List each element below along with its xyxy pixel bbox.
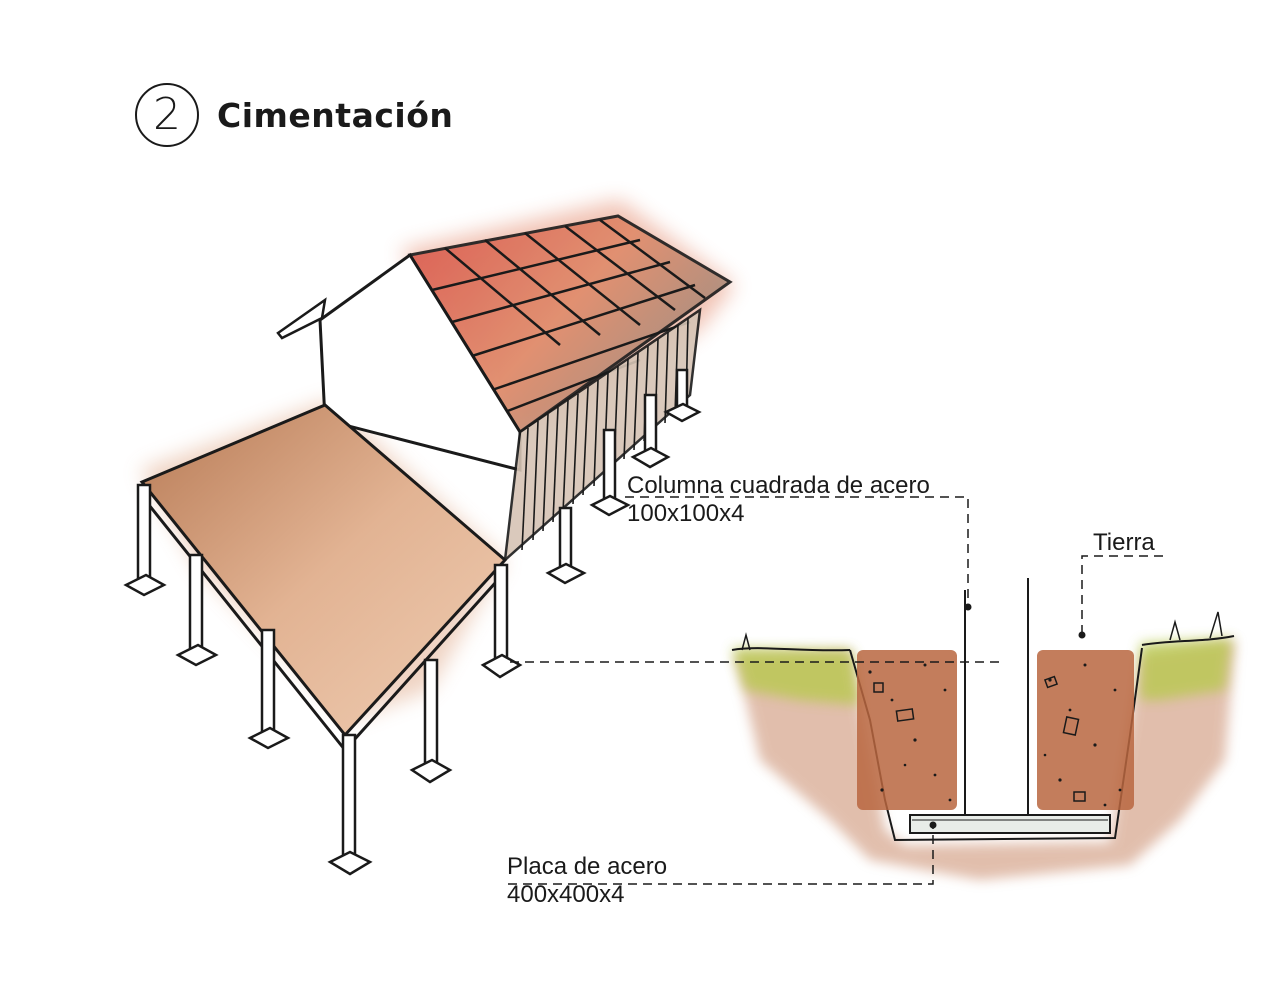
grass-line — [731, 635, 1235, 652]
steel-base-plate — [909, 814, 1111, 834]
leader-dots — [929, 603, 1086, 829]
leader-plate — [508, 826, 934, 885]
house-sketch — [123, 200, 735, 876]
leader-soil — [1081, 555, 1163, 634]
plate-dimension: 400x400x4 — [507, 881, 625, 908]
soil-callout: Tierra — [1093, 529, 1155, 557]
foundation-section — [731, 578, 1235, 880]
small-eave — [276, 297, 327, 340]
soil-block-left — [857, 650, 957, 810]
column-dimension: 100x100x4 — [627, 500, 745, 527]
column-callout: Columna cuadrada de acero 100x100x4 — [627, 472, 930, 528]
wall-siding — [521, 317, 689, 551]
soil-stones — [873, 675, 1086, 802]
soil-speckles — [868, 663, 1122, 807]
house-columns — [123, 368, 702, 876]
deck-edge — [143, 499, 347, 751]
plate-callout: Placa de acero 400x400x4 — [507, 853, 667, 909]
grass-right — [1140, 638, 1232, 700]
column-label: Columna cuadrada de acero — [627, 472, 930, 499]
leader-lines — [508, 496, 1163, 885]
soil-label: Tierra — [1093, 529, 1155, 556]
grass-tufts — [741, 611, 1223, 651]
ground-wash — [735, 640, 1235, 880]
roof-grid — [431, 218, 706, 414]
soil-block-right — [1037, 650, 1134, 810]
step-number-badge: 2 — [135, 83, 199, 147]
section-header: 2 Cimentación — [135, 82, 453, 148]
deck — [139, 403, 508, 738]
section-title: Cimentación — [217, 95, 454, 135]
plate-label: Placa de acero — [507, 853, 668, 880]
